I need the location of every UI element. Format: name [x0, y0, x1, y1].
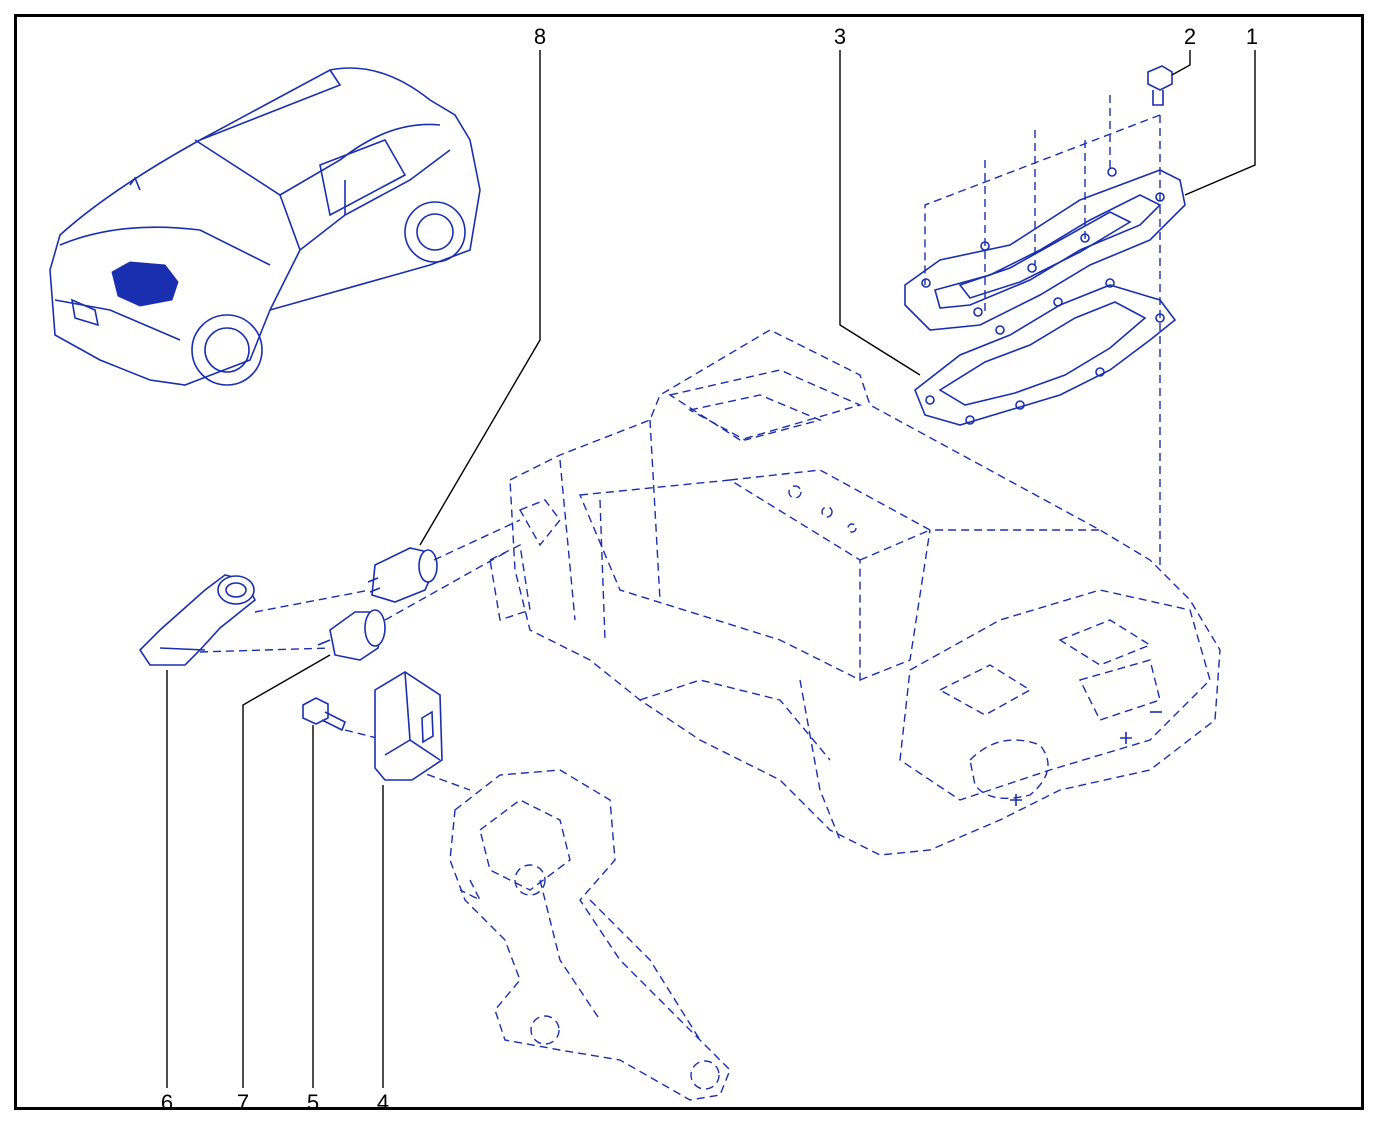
part-6-pipe — [138, 574, 257, 666]
callout-5: 5 — [307, 1090, 319, 1115]
diagram-frame — [14, 14, 1364, 1110]
part-4-bracket — [374, 671, 443, 781]
part-8-connector — [367, 547, 438, 603]
part-3-gasket — [914, 278, 1177, 426]
callout-3: 3 — [834, 24, 846, 49]
vehicle-locator-icon — [49, 67, 481, 386]
callout-7: 7 — [237, 1090, 249, 1115]
power-electronics-housing — [489, 329, 1221, 856]
motor-gearbox-housing — [449, 769, 731, 1101]
part-7-seal — [317, 609, 386, 661]
callout-1: 1 — [1246, 24, 1258, 49]
callout-8: 8 — [534, 24, 546, 49]
part-2-bolt — [1147, 65, 1173, 106]
callout-4: 4 — [377, 1090, 389, 1115]
connector-alignment-lines — [199, 519, 521, 791]
callout-leaders — [166, 50, 1256, 1088]
callout-6: 6 — [161, 1090, 173, 1115]
cover-alignment-lines — [924, 95, 1161, 570]
callout-2: 2 — [1184, 24, 1196, 49]
part-5-screw — [302, 697, 347, 732]
part-1-cover — [904, 167, 1186, 331]
